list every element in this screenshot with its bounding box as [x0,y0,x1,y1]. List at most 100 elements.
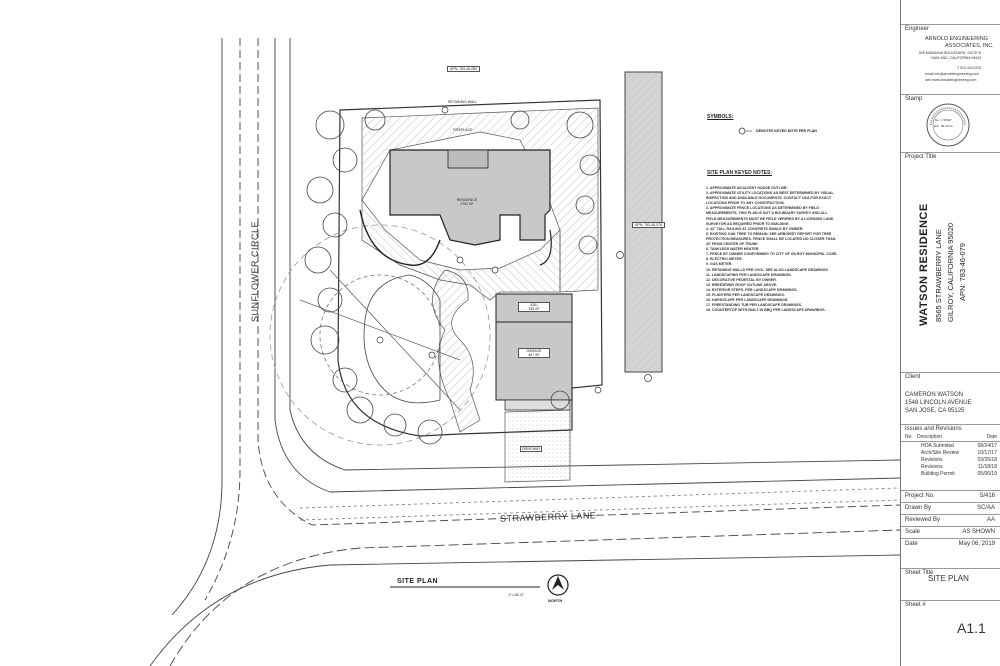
client-city: SAN JOSE, CA 95125 [905,408,965,414]
revision-date: 08/24/17 [977,443,997,449]
keyed-notes-heading: SITE PLAN KEYED NOTES: [707,170,773,176]
symbols-heading: SYMBOLS: [707,114,734,120]
residence-label: RESIDENCE [456,198,478,202]
north-arrow [547,574,569,596]
lot-boundary [337,99,603,437]
keyed-note: LOCATIONS PRIOR TO ANY CONSTRUCTION. [706,201,785,206]
keyed-note: 16. HARDSCAPE PER LANDSCAPE DRAWINGS. [706,298,789,303]
plan-title: SITE PLAN [397,578,439,585]
info-divider [901,502,1000,503]
revision-desc: Building Permit [921,471,955,477]
revision-date: 10/17/17 [977,450,997,456]
residence-footprint [359,149,552,266]
info-label: Date [905,541,918,547]
road-lines [149,38,901,666]
revision-desc: Revisions [921,464,943,470]
driveway-label: DRIVEWAY [520,446,543,452]
symbol-keyed-circle [738,127,746,135]
revision-row: Building Permit 05/06/19 [901,471,1000,478]
keyed-note: 7. FENCE BY OWNER CONFORMING TO CITY OF … [706,252,838,257]
revision-desc: Arch/Site Review [921,450,960,456]
north-label: NORTH [548,598,563,603]
apn-top-label: APN: 783-46-080 [447,66,481,72]
project-city: GILROY, CALIFORNIA 95020 [946,222,955,322]
keyed-note: 20' FROM CENTER OF TRUNK. [706,242,759,247]
project-name: WATSON RESIDENCE [918,203,930,326]
garage-tag: GARAGE 467 SF [518,348,550,358]
sheet-title-heading: Sheet Title [905,570,934,576]
keyed-note: MEASUREMENTS. THIS PLAN IS NOT A BOUNDAR… [706,211,828,216]
client-heading: Client [905,374,921,380]
keyed-note: 1. APPROXIMATE ADJACENT HOUSE OUTLINE. [706,186,788,190]
keyed-note: 14. EXTERIOR STEPS. PER LANDSCAPE DRAWIN… [706,287,798,292]
rev-col-date: Date [986,434,997,440]
info-label: Project No. [905,493,935,499]
info-divider [901,538,1000,539]
keyed-notes-list: 1. APPROXIMATE ADJACENT HOUSE OUTLINE.2.… [706,186,876,313]
keyed-note: 12. DECORATIVE PEDESTAL BY OWNER. [706,277,777,282]
keyed-note: FIELD MEASUREMENTS MUST BE FIELD VERIFIE… [706,216,834,221]
revision-row: Arch/Site Review 10/17/17 [901,450,1000,457]
sheet-number-value: A1.1 [957,620,986,636]
info-divider [901,514,1000,515]
keyed-note: 9. GAS METER. [706,262,733,267]
keyed-note: 5. EXISTING OAK TREE TO REMAIN. SEE ARBO… [706,231,832,236]
engineer-address2: OAKLAND, CALIFORNIA 94610 [931,56,982,60]
keyed-note: 3. APPROXIMATE FENCE LOCATIONS AS DETERM… [706,206,819,211]
title-block: Engineer ARNOLD ENGINEERING ASSOCIATES, … [900,0,1000,666]
keyed-note: 6. TANKLESS WATER HEATER. [706,247,760,252]
project-apn: APN: 783-46-079 [958,243,967,301]
info-divider [901,490,1000,491]
revisions-heading: Issues and Revisions [905,426,962,432]
keyed-note: 4. 42" TALL RAILING AT CONCRETE SWALE BY… [706,226,804,231]
engineer-web: web www.arnoldengineering.com [925,78,977,82]
keyed-note: 15. PLANTERS PER LANDSCAPE DRAWINGS. [706,292,785,297]
info-value: AA [986,517,995,523]
info-label: Scale [905,529,921,535]
keyed-note: 11. LANDSCAPING PER LANDSCAPE DRAWINGS. [706,272,792,277]
plan-scale: 1"=16'-0" [508,592,525,597]
garage-label: GARAGE [526,349,542,353]
rev-col-desc: Description [917,434,943,440]
client-street: 1548 LINCOLN AVENUE [905,400,972,406]
engineer-email: email info@arnoldengineering.com [925,72,980,76]
keyed-note: 17. FREESTANDING TUB PER LANDSCAPE DRAWI… [706,303,802,308]
info-label: Drawn By [905,505,932,511]
keyed-note: INSPECTION AND AVAILABLE DOCUMENTS. CONT… [706,196,832,201]
info-label: Reviewed By [905,517,941,523]
stamp-heading: Stamp [905,96,923,102]
retaining-label: RETAINING WALL [448,100,478,104]
revision-date: 05/06/19 [977,471,997,477]
keyed-note: 8. ELECTRIC METER. [706,257,743,262]
keyed-note: SURVEYOR AS REQUIRED PRIOR TO BUILDING. [706,221,790,226]
apn-right-label: APN: 783-46-078 [632,222,666,228]
fireplace-label: FIREPLACE [453,128,473,132]
revision-date: 03/26/18 [977,457,997,463]
revision-date: 11/18/18 [977,464,997,470]
revision-desc: Revisions [921,457,943,463]
engineer-tel: T 510.444.0201 [957,66,982,70]
revisions-header-row: No. Description Date [901,434,1000,442]
keyed-note: 13. BREEZEWAY ROOF OUTLINE ABOVE. [706,282,778,287]
keyed-note: 18. COUNTERTOP WITH BUILT IN BBQ PER LAN… [706,308,826,313]
project-address: 8565 STRAWBERRY LANE [934,229,943,322]
keyed-note: PROTECTION MEASURES. FENCE SHALL BE LOCA… [706,236,836,241]
revision-row: Revisions 03/26/18 [901,457,1000,464]
stamp-expiry: Exp. 06-30-21 [934,124,953,128]
symbols-keyed-desc: DENOTES KEYED NOTE PER PLAN [756,129,817,133]
firm-line1: ARNOLD ENGINEERING [925,36,988,42]
info-value: SC/AA [976,505,995,511]
sheet-number-heading: Sheet # [905,602,926,608]
lawn-curve [269,224,491,446]
keyed-note: 2. APPROXIMATE UTILITY LOCATIONS AS BEST… [706,191,834,196]
client-name: CAMERON WATSON [905,392,963,398]
project-title-heading: Project Title [905,154,937,160]
sheet-title-value: SITE PLAN [928,574,969,583]
garage-area: 467 SF [528,353,540,357]
revision-row: Revisions 11/18/18 [901,464,1000,471]
info-value: May 06, 2019 [958,541,995,547]
adu-label: ADU [530,303,538,307]
